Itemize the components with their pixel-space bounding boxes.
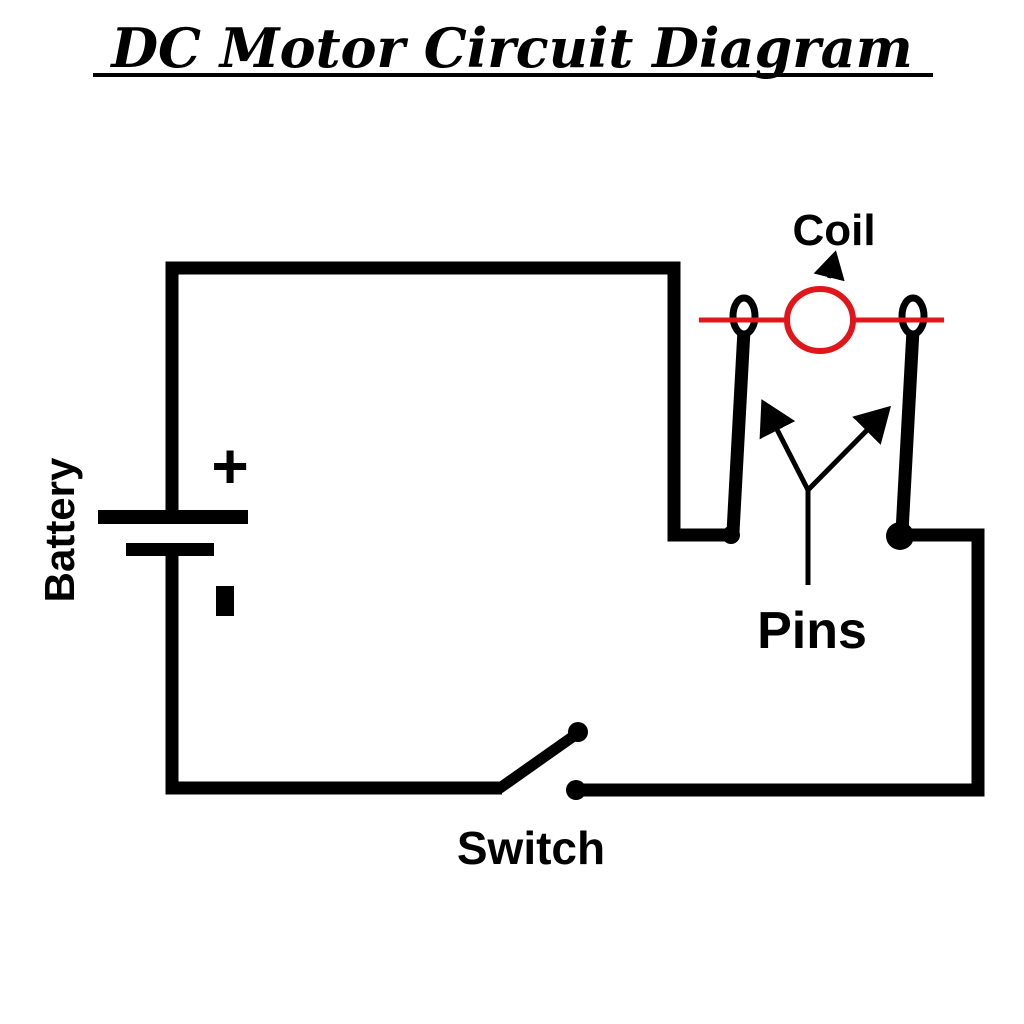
right-pin xyxy=(895,323,920,539)
switch-label: Switch xyxy=(457,822,605,874)
switch-symbol xyxy=(494,722,588,800)
switch-pivot-contact xyxy=(568,722,588,742)
pins-pointer xyxy=(759,399,892,585)
wire-left-top xyxy=(165,261,730,542)
pins-arrow-right xyxy=(806,405,892,492)
coil-arrow xyxy=(813,250,845,282)
battery-label: Battery xyxy=(36,457,83,602)
wire-right xyxy=(576,528,985,797)
coil-loop xyxy=(784,286,856,354)
left-pin-base-dot xyxy=(722,526,740,544)
left-pin-eye xyxy=(729,294,759,338)
battery-symbol xyxy=(98,510,248,556)
coil-symbol xyxy=(699,286,944,354)
right-pin-eye xyxy=(898,294,928,338)
right-pin-base-dot xyxy=(886,522,914,550)
pins-arrow-left xyxy=(759,399,811,492)
switch-open-contact xyxy=(566,780,586,800)
pins-label: Pins xyxy=(757,602,867,660)
coil-label: Coil xyxy=(792,206,875,255)
diagram-title: DC Motor Circuit Diagram xyxy=(109,16,913,80)
wire-left-bottom xyxy=(165,548,502,795)
left-pin xyxy=(726,323,751,539)
motor-pins xyxy=(722,294,928,550)
battery-plus-sign: + xyxy=(211,430,248,502)
battery-positive-plate xyxy=(98,510,248,524)
switch-lever xyxy=(494,727,584,794)
battery-negative-plate xyxy=(126,543,214,556)
battery-minus-sign xyxy=(216,586,234,616)
